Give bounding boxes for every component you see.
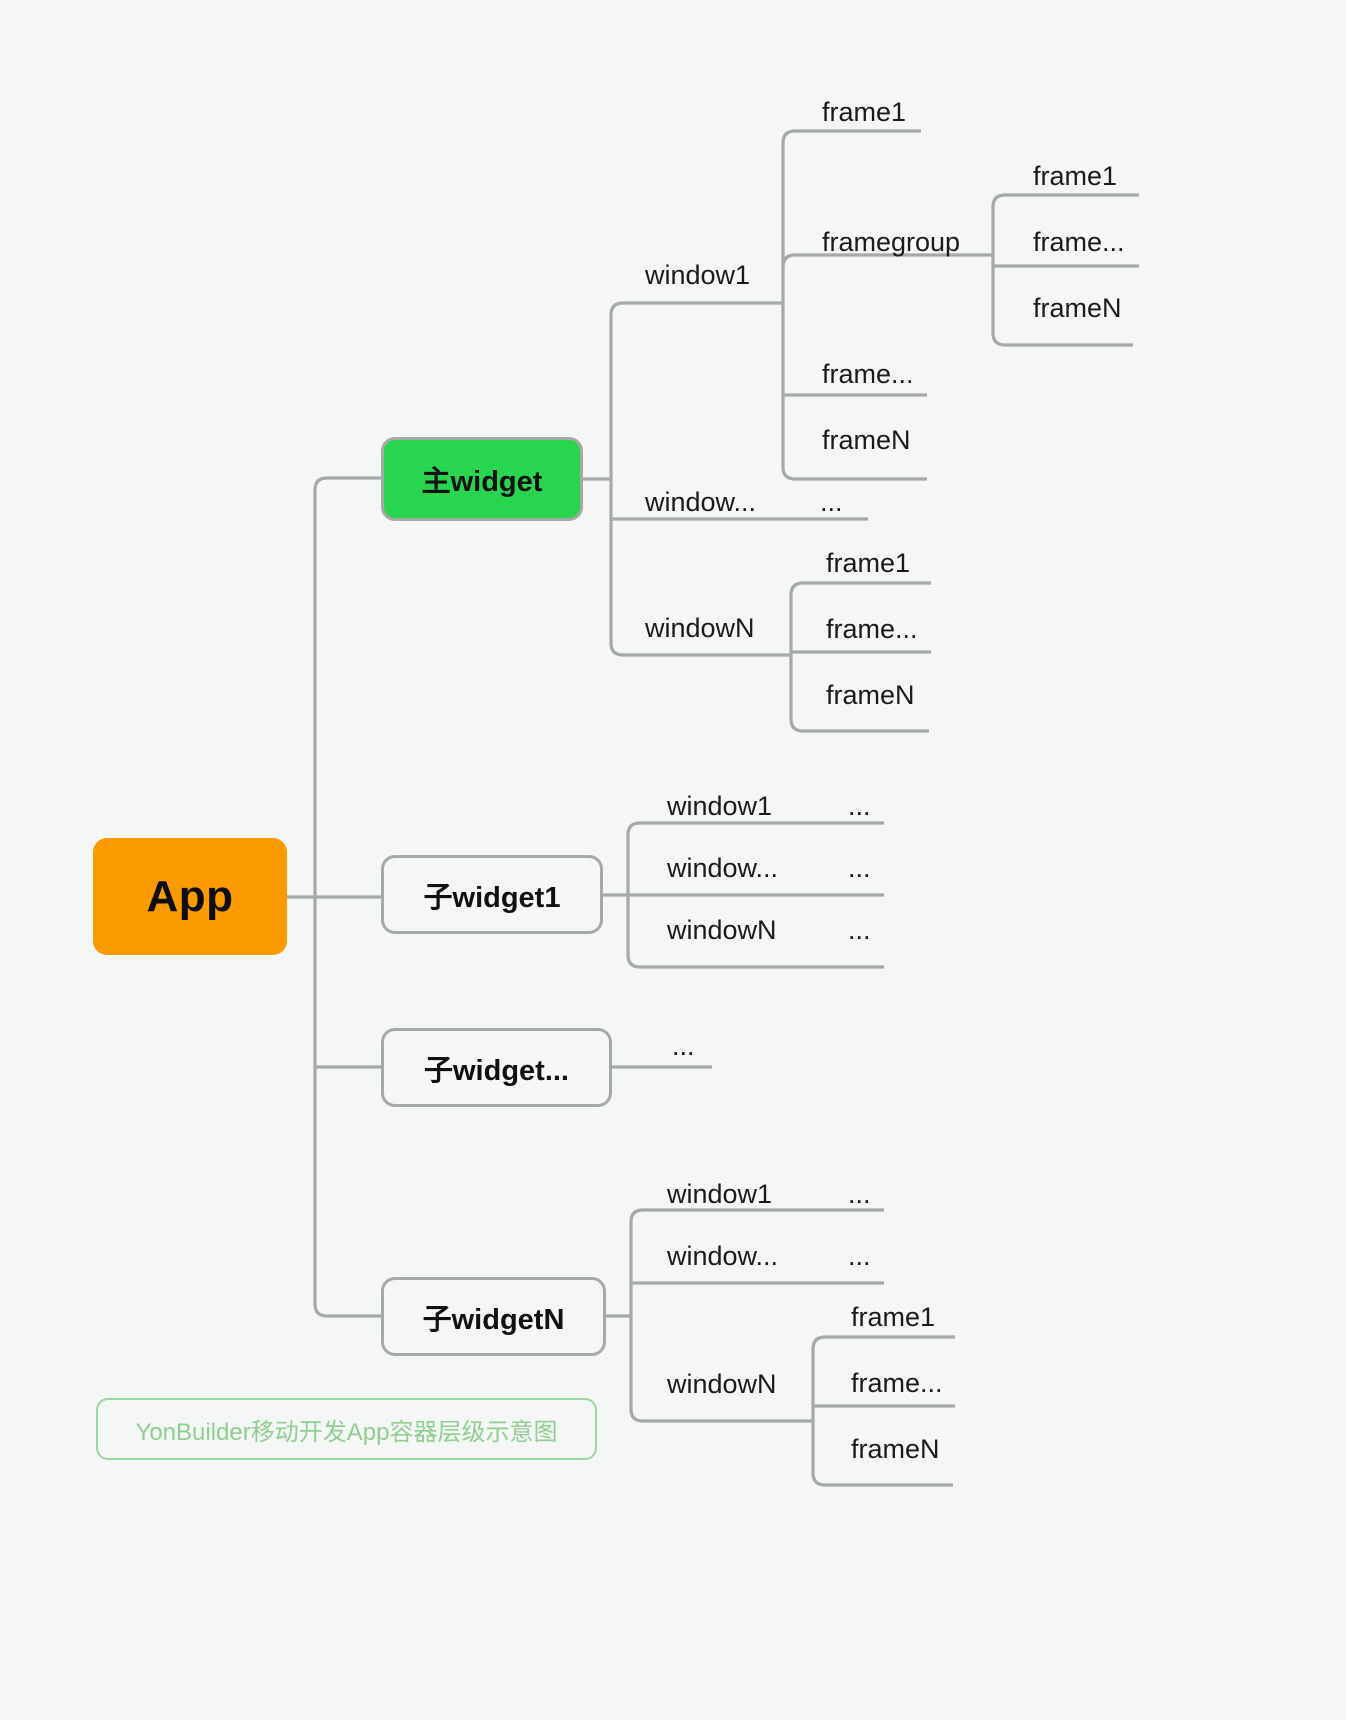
link-root-to-subwidgetn xyxy=(313,1303,381,1318)
label-sw1-window1-trailing: ... xyxy=(848,791,871,821)
label-swn-window1[interactable]: window1 xyxy=(667,1179,773,1209)
label-swn-window1-trailing: ... xyxy=(848,1179,871,1209)
label-w1-frame-ellipsis[interactable]: frame... xyxy=(822,359,914,389)
label-mw-windown[interactable]: windowN xyxy=(645,613,755,643)
link-framegroup-to-framen xyxy=(991,332,1133,347)
diagram-caption: YonBuilder移动开发App容器层级示意图 xyxy=(96,1398,597,1460)
label-w1-framen[interactable]: frameN xyxy=(822,425,911,455)
link-swn-windown-to-framen xyxy=(811,1472,953,1487)
label-mw-window-ellipsis-trailing: ... xyxy=(820,487,843,517)
link-mainwidget-to-windown xyxy=(609,642,791,657)
label-swd-child[interactable]: ... xyxy=(672,1031,695,1061)
label-swn-window-ellipsis-trailing: ... xyxy=(848,1241,871,1271)
link-root-to-main-widget xyxy=(313,476,381,491)
label-fg-frame-ellipsis[interactable]: frame... xyxy=(1033,227,1125,257)
label-fg-framen[interactable]: frameN xyxy=(1033,293,1122,323)
label-mwwn-frame1[interactable]: frame1 xyxy=(826,548,911,578)
link-framegroup-to-frame1 xyxy=(991,193,1139,208)
link-mainwidget-to-window1 xyxy=(609,301,783,316)
link-subwidgetn-to-windown xyxy=(629,1408,813,1423)
label-swnwn-frame-ellipsis[interactable]: frame... xyxy=(851,1368,943,1398)
label-mwwn-frame-ellipsis[interactable]: frame... xyxy=(826,614,918,644)
node-sub-widget-1[interactable]: 子widget1 xyxy=(381,855,603,934)
node-sub-widget-n[interactable]: 子widgetN xyxy=(381,1277,606,1356)
node-sub-widget-ellipsis[interactable]: 子widget... xyxy=(381,1028,612,1107)
link-window1-to-frame1 xyxy=(781,129,921,144)
label-mw-window-ellipsis[interactable]: window... xyxy=(645,487,757,517)
node-app-root[interactable]: App xyxy=(93,838,287,955)
node-main-widget[interactable]: 主widget xyxy=(381,437,583,521)
label-sw1-window1[interactable]: window1 xyxy=(667,791,773,821)
link-swn-windown-to-frame1 xyxy=(811,1335,955,1350)
link-window1-to-framen xyxy=(781,466,927,481)
label-swnwn-framen[interactable]: frameN xyxy=(851,1434,940,1464)
label-sw1-windown-trailing: ... xyxy=(848,915,871,945)
label-mw-window1[interactable]: window1 xyxy=(645,260,751,290)
label-fg-frame1[interactable]: frame1 xyxy=(1033,161,1118,191)
link-mw-windown-to-frame1 xyxy=(789,581,931,596)
label-swn-windown[interactable]: windowN xyxy=(667,1369,777,1399)
label-sw1-window-ellipsis[interactable]: window... xyxy=(667,853,779,883)
label-sw1-window-ellipsis-trailing: ... xyxy=(848,853,871,883)
link-subwidget1-to-window1 xyxy=(626,821,884,836)
link-subwidget1-to-windown xyxy=(626,954,884,969)
label-w1-framegroup[interactable]: framegroup xyxy=(822,227,961,257)
label-mwwn-framen[interactable]: frameN xyxy=(826,680,915,710)
link-subwidgetn-to-window1 xyxy=(629,1208,884,1223)
label-swn-window-ellipsis[interactable]: window... xyxy=(667,1241,779,1271)
label-sw1-windown[interactable]: windowN xyxy=(667,915,777,945)
label-swnwn-frame1[interactable]: frame1 xyxy=(851,1302,936,1332)
label-w1-frame1[interactable]: frame1 xyxy=(822,97,907,127)
link-mw-windown-to-framen xyxy=(789,718,929,733)
